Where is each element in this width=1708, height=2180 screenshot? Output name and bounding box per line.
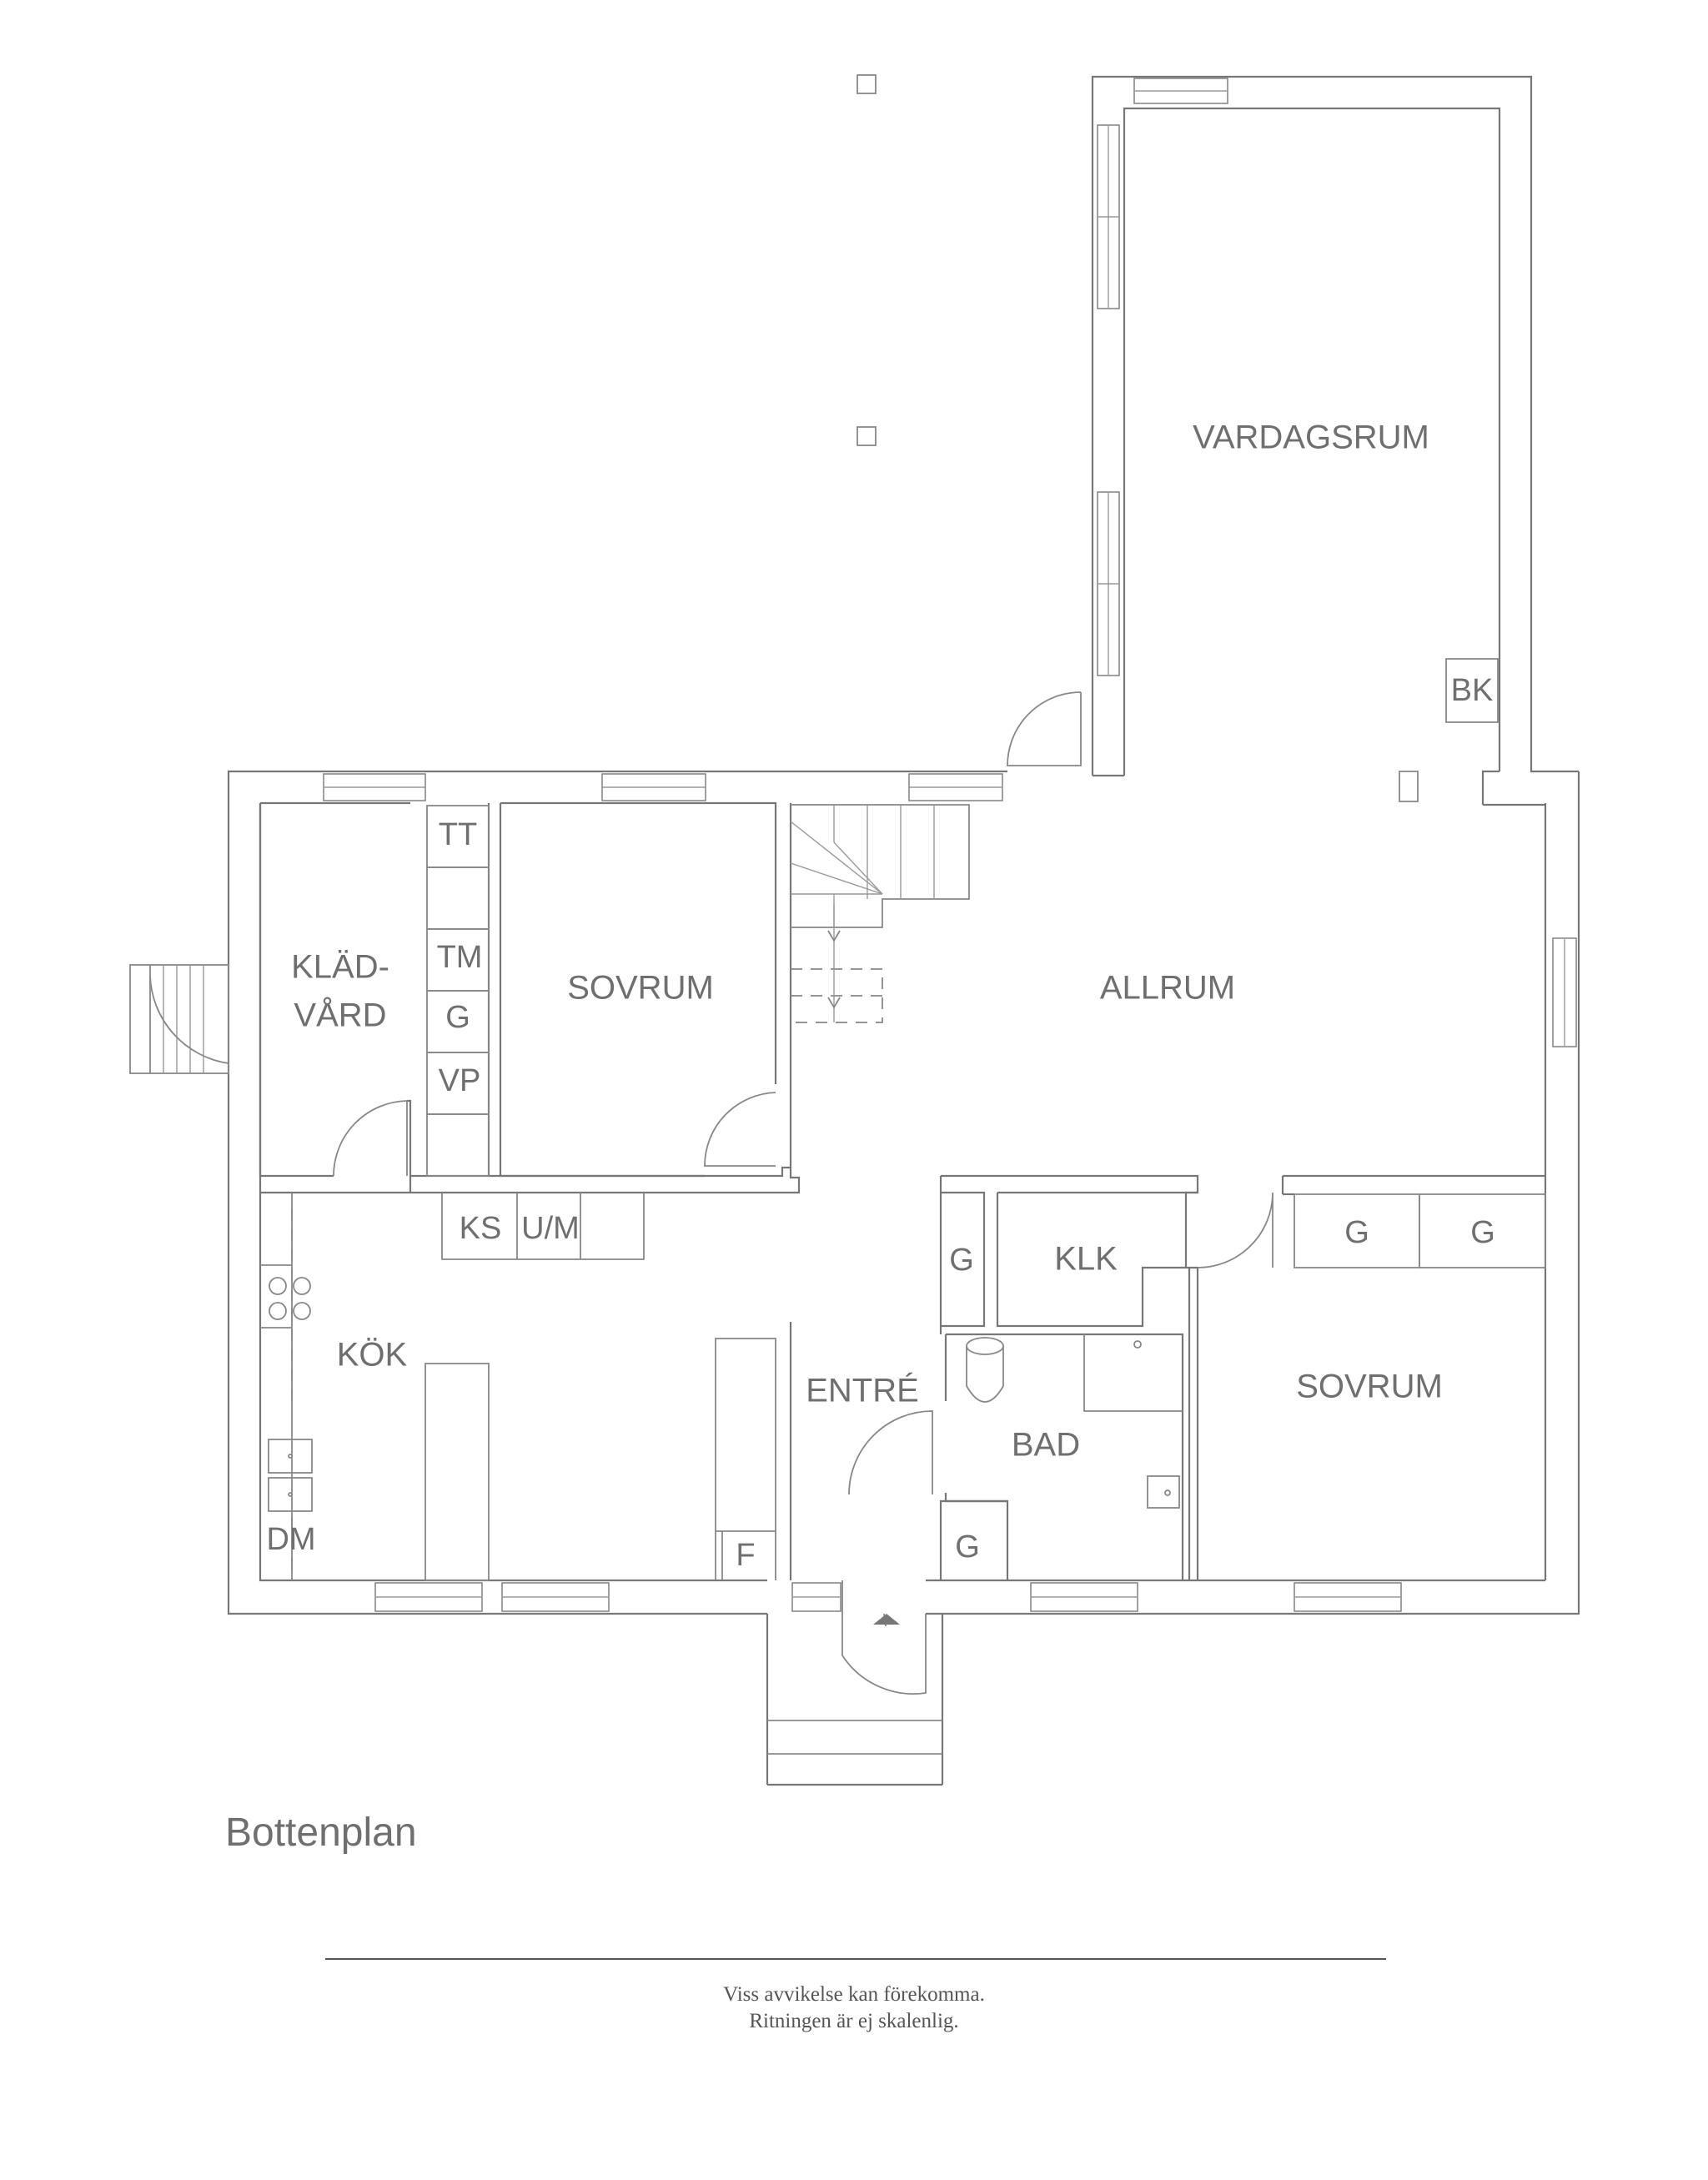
sovrum-1-label: SOVRUM	[567, 970, 714, 1007]
door-swing	[704, 1092, 776, 1167]
floor-caption: Bottenplan	[225, 1811, 417, 1855]
vardagsrum-walls	[1091, 75, 1579, 805]
ks-label: KS	[460, 1211, 502, 1246]
kladvard-cabinets	[426, 805, 490, 1177]
kladvard-label-line1: KLÄD-	[291, 949, 389, 986]
tt-label: TT	[439, 817, 477, 852]
vardagsrum-label: VARDAGSRUM	[1193, 419, 1429, 456]
entry-arrow-icon	[873, 1614, 900, 1625]
allrum-label: ALLRUM	[1100, 970, 1235, 1007]
f-label: F	[736, 1538, 755, 1573]
kok-fixtures	[260, 1193, 776, 1581]
vardagsrum-windows	[1097, 78, 1228, 676]
entre-label: ENTRÉ	[806, 1372, 919, 1409]
main-windows	[323, 773, 1577, 1612]
bath-fixtures	[966, 1334, 1183, 1509]
door-swing	[333, 1100, 408, 1177]
post-marker	[857, 74, 877, 94]
divider	[325, 1958, 1386, 1960]
kok-label: KÖK	[337, 1337, 408, 1374]
chimney-marker	[1399, 771, 1419, 802]
kladvard-label-line2: VÅRD	[294, 997, 386, 1034]
post-marker	[857, 426, 877, 446]
sovrum-2-walls	[1188, 1174, 1546, 1580]
klk-label: KLK	[1054, 1241, 1118, 1278]
tm-label: TM	[437, 940, 483, 975]
sovrum-2-label: SOVRUM	[1296, 1369, 1443, 1405]
disclaimer-line-2: Ritningen är ej skalenlig.	[749, 2010, 959, 2032]
door-swing	[1007, 691, 1082, 766]
um-label: U/M	[521, 1211, 580, 1246]
sovrum-1-walls	[499, 801, 792, 1178]
bk-label: BK	[1451, 673, 1494, 708]
bk-box	[1445, 658, 1499, 723]
g-wardrobe-1-label: G	[1344, 1215, 1369, 1250]
door-swing	[848, 1410, 933, 1495]
g-hall-label: G	[949, 1243, 974, 1278]
dm-label: DM	[266, 1522, 315, 1557]
side-stair	[129, 964, 229, 1074]
vp-label: VP	[439, 1063, 481, 1098]
door-swing	[1197, 1192, 1273, 1268]
g-bath-label: G	[955, 1530, 980, 1565]
disclaimer-line-1: Viss avvikelse kan förekomma.	[723, 1983, 985, 2006]
g-laundry-label: G	[445, 1000, 470, 1035]
g-wardrobe-2-label: G	[1470, 1215, 1495, 1250]
bad-label: BAD	[1012, 1427, 1080, 1464]
staircase	[790, 804, 970, 1023]
